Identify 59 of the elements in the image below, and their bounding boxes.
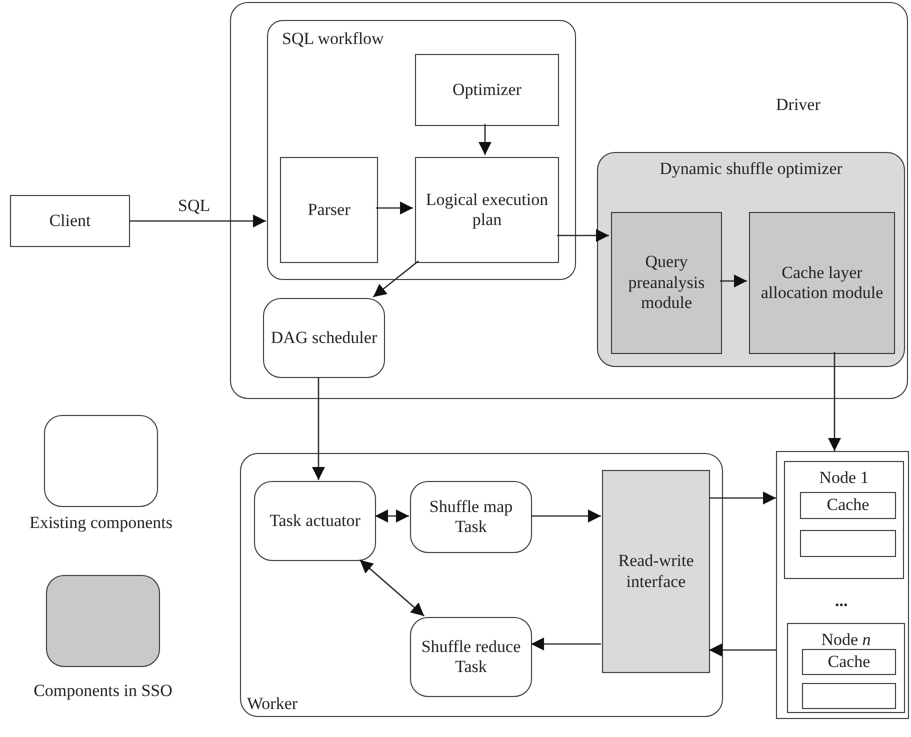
arrow — [375, 510, 409, 522]
arrow — [531, 510, 601, 522]
arrow — [709, 492, 776, 504]
box-label: Dynamic shuffle optimizer — [658, 159, 844, 179]
storage-box — [800, 530, 896, 557]
box-label: Query preanalysis module — [627, 252, 706, 314]
box-label: Cache — [828, 652, 870, 672]
group-box — [267, 20, 576, 280]
ellipsis: ... — [835, 590, 848, 612]
driver-container — [230, 2, 908, 399]
box-label: Driver — [776, 95, 820, 115]
module-box — [611, 212, 722, 354]
interface-box — [602, 470, 710, 673]
edge-label: SQL — [176, 197, 212, 216]
arrow — [828, 352, 841, 451]
legend-label: Components in SSO — [32, 680, 174, 702]
box-label: Logical execution plan — [424, 190, 550, 230]
process-box — [280, 157, 378, 263]
module-box — [749, 212, 895, 354]
box-label: Worker — [247, 694, 298, 714]
process-box — [415, 54, 559, 126]
node-box — [787, 623, 905, 713]
cache-box — [800, 492, 896, 519]
box-label: Client — [49, 210, 91, 232]
client-box — [10, 195, 130, 247]
arrow — [557, 229, 609, 242]
arrow — [376, 202, 413, 214]
box-label: Cache — [826, 495, 870, 516]
component-box — [254, 481, 376, 561]
arrow — [312, 377, 325, 480]
component-box — [263, 298, 385, 378]
component-box — [410, 481, 532, 553]
arrow — [359, 560, 425, 616]
node-box — [784, 461, 904, 579]
arrow — [709, 644, 776, 656]
box-label: Shuffle reduce Task — [420, 636, 522, 678]
arrow — [720, 274, 747, 288]
optimizer-panel — [597, 152, 905, 367]
arrow — [130, 214, 266, 228]
storage-container — [776, 451, 909, 719]
storage-box — [802, 683, 896, 709]
box-label: Parser — [308, 200, 350, 220]
component-box — [410, 617, 532, 697]
box-label: Node n — [820, 630, 872, 650]
box-label: DAG scheduler — [270, 328, 378, 348]
legend-label: Existing components — [28, 512, 174, 534]
arrow — [531, 638, 601, 650]
worker-container — [240, 453, 723, 717]
box-label: Cache layer allocation module — [760, 262, 884, 304]
box-label: Shuffle map Task — [428, 496, 514, 538]
box-label: Node 1 — [818, 468, 870, 488]
box-label: Read-write interface — [617, 551, 695, 592]
box-label: SQL workflow — [282, 29, 384, 49]
box-label: Optimizer — [452, 80, 522, 100]
box-label: Task actuator — [270, 510, 360, 532]
cache-box — [802, 649, 896, 675]
arrow — [372, 260, 419, 298]
arrow — [478, 124, 492, 155]
process-box — [415, 157, 559, 263]
